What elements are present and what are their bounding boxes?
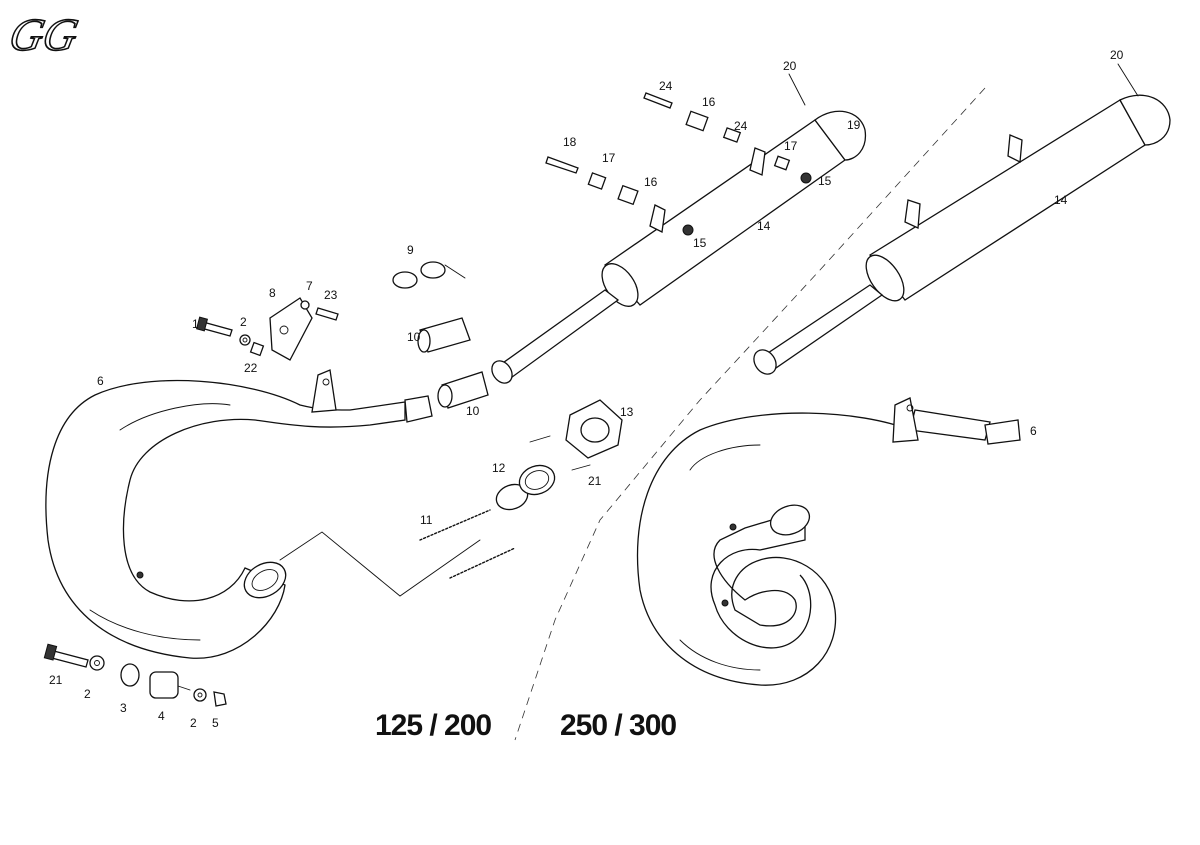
callout-2: 2 xyxy=(240,315,247,329)
hardware-parts xyxy=(43,92,791,707)
callout-12: 12 xyxy=(492,461,506,475)
callout-13: 13 xyxy=(620,405,634,419)
callout-15: 15 xyxy=(693,236,707,250)
callout-20: 20 xyxy=(783,59,797,73)
callout-16: 16 xyxy=(702,95,716,109)
callout-2: 2 xyxy=(190,716,197,730)
callout-18: 18 xyxy=(563,135,577,149)
callout-17: 17 xyxy=(784,139,798,153)
callout-15: 15 xyxy=(818,174,832,188)
callout-21: 21 xyxy=(49,673,63,687)
callout-1: 1 xyxy=(192,317,199,331)
callout-20: 20 xyxy=(1110,48,1124,62)
callout-24: 24 xyxy=(659,79,673,93)
callout-7: 7 xyxy=(306,279,313,293)
callout-10: 10 xyxy=(466,404,480,418)
callout-10: 10 xyxy=(407,330,421,344)
callout-3: 3 xyxy=(120,701,127,715)
callout-2: 2 xyxy=(84,687,91,701)
expansion-chamber-250 xyxy=(636,397,1021,686)
callout-9: 9 xyxy=(407,243,414,257)
callout-5: 5 xyxy=(212,716,219,730)
callout-11: 11 xyxy=(420,513,433,527)
callout-17: 17 xyxy=(602,151,616,165)
callout-8: 8 xyxy=(269,286,276,300)
callout-22: 22 xyxy=(244,361,258,375)
model-label-250-300: 250 / 300 xyxy=(560,709,676,742)
callout-14: 14 xyxy=(757,219,771,233)
callout-21: 21 xyxy=(588,474,602,488)
silencer-250 xyxy=(753,94,1171,375)
callout-16: 16 xyxy=(644,175,658,189)
callout-19: 19 xyxy=(847,118,861,132)
callout-23: 23 xyxy=(324,288,338,302)
callout-4: 4 xyxy=(158,709,165,723)
expansion-chamber-125 xyxy=(45,369,481,659)
brand-logo: GG xyxy=(5,10,82,60)
callout-6: 6 xyxy=(97,374,104,388)
callout-14: 14 xyxy=(1054,193,1068,207)
callout-labels: 1 2 22 8 7 23 9 10 10 6 6 11 12 13 21 21… xyxy=(49,48,1139,730)
callout-6: 6 xyxy=(1030,424,1037,438)
model-label-125-200: 125 / 200 xyxy=(375,709,491,742)
callout-24: 24 xyxy=(734,119,748,133)
